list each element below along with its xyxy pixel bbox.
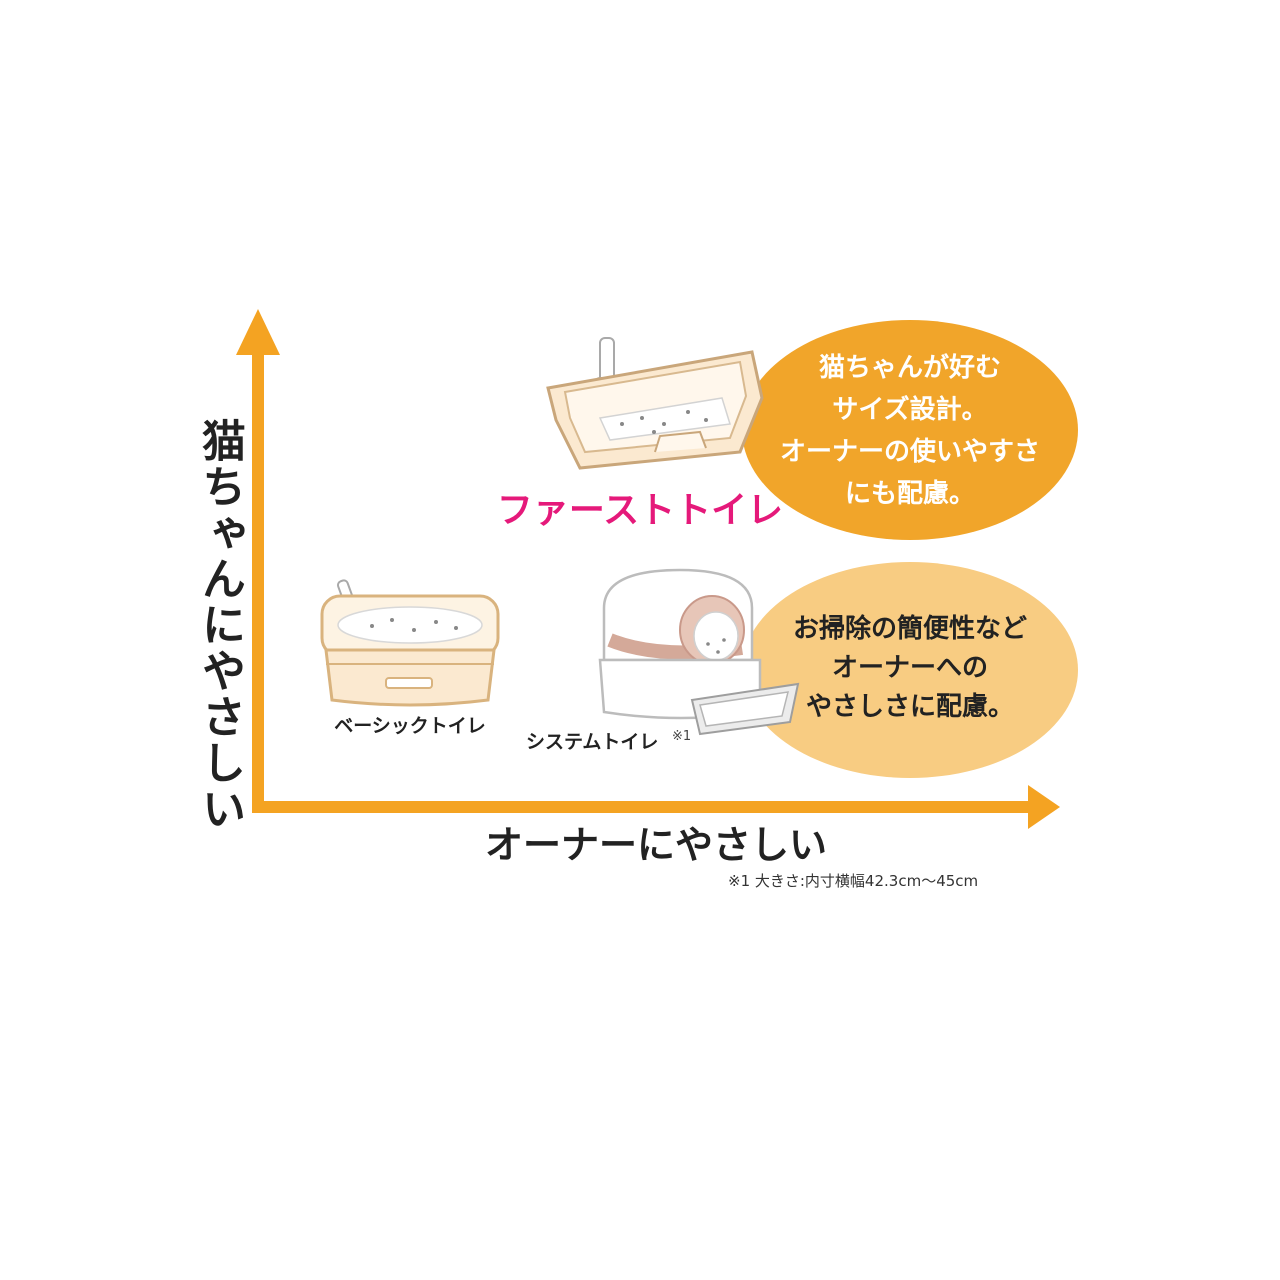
- callout-cat-friendly-line-3: オーナーの使いやすさ: [780, 437, 1040, 467]
- basic-litter-tray-icon: [320, 579, 500, 707]
- callout-cat-friendly-line-4: にも配慮。: [845, 479, 975, 509]
- basic-toilet-label: ベーシックトイレ: [334, 715, 486, 737]
- callout-cat-friendly-line-1: 猫ちゃんが好む: [819, 352, 1001, 383]
- litter-box-with-scoop-icon: [546, 337, 764, 470]
- footnote: ※1 大きさ:内寸横幅42.3cm〜45cm: [728, 872, 978, 890]
- y-axis-label: 猫ちゃんにやさしい: [194, 418, 245, 832]
- callout-cat-friendly-bubble: [742, 320, 1078, 540]
- y-axis-arrowhead-icon: [236, 309, 280, 355]
- system-toilet-note-mark: ※1: [672, 729, 691, 744]
- callout-owner-friendly-line-1: お掃除の簡便性など: [793, 613, 1027, 644]
- callout-owner-friendly-bubble: [742, 562, 1078, 778]
- system-toilet-label: システムトイレ: [526, 731, 658, 753]
- x-axis-arrowhead-icon: [1028, 785, 1060, 829]
- callout-cat-friendly-line-2: サイズ設計。: [832, 394, 987, 425]
- callout-owner-friendly-line-3: やさしさに配慮。: [806, 692, 1014, 722]
- callout-owner-friendly-line-2: オーナーへの: [832, 653, 988, 683]
- x-axis-label: オーナーにやさしい: [485, 823, 827, 867]
- hooded-litter-box-with-drawer-icon: [598, 568, 800, 736]
- callout-owner-friendly: お掃除の簡便性など オーナーへの やさしさに配慮。: [742, 562, 1078, 778]
- first-toilet-label: ファーストトイレ: [497, 490, 783, 531]
- y-axis: [236, 309, 280, 813]
- callout-cat-friendly: 猫ちゃんが好む サイズ設計。 オーナーの使いやすさ にも配慮。: [742, 320, 1078, 540]
- x-axis: [252, 785, 1060, 829]
